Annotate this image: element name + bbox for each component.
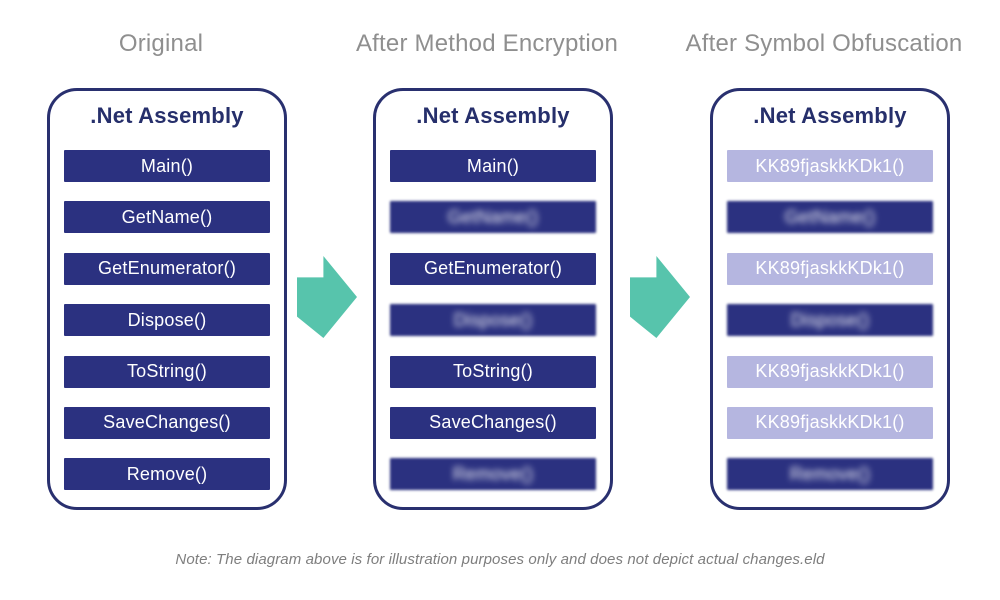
- method-list: Main() GetName() GetEnumerator() Dispose…: [376, 150, 610, 491]
- method-bar-blurred: Remove(): [727, 458, 933, 491]
- method-label: Dispose(): [127, 309, 207, 330]
- method-bar: GetEnumerator(): [390, 252, 596, 285]
- method-bar-blurred: Remove(): [390, 458, 596, 491]
- method-bar: SaveChanges(): [390, 406, 596, 439]
- method-bar-blurred: Dispose(): [727, 304, 933, 337]
- column-header-symbol-obfuscation: After Symbol Obfuscation: [685, 30, 963, 57]
- method-label: SaveChanges(): [103, 412, 231, 433]
- method-label: GetName(): [121, 206, 213, 227]
- panel-original: .Net Assembly Main() GetName() GetEnumer…: [47, 88, 287, 510]
- method-bar: Dispose(): [64, 304, 270, 337]
- method-bar: Remove(): [64, 458, 270, 491]
- method-bar-blurred: Dispose(): [390, 304, 596, 337]
- panel-title: .Net Assembly: [416, 103, 570, 128]
- panel-method-encryption: .Net Assembly Main() GetName() GetEnumer…: [373, 88, 613, 510]
- method-label: KK89fjaskkKDk1(): [755, 155, 905, 176]
- method-bar-obfuscated: KK89fjaskkKDk1(): [727, 252, 933, 285]
- method-label: KK89fjaskkKDk1(): [755, 412, 905, 433]
- method-list: KK89fjaskkKDk1() GetName() KK89fjaskkKDk…: [713, 150, 947, 491]
- method-bar-obfuscated: KK89fjaskkKDk1(): [727, 355, 933, 388]
- method-label: KK89fjaskkKDk1(): [755, 361, 905, 382]
- method-label: GetName(): [784, 206, 876, 227]
- method-label: GetEnumerator(): [423, 258, 563, 279]
- method-bar-blurred: GetName(): [390, 201, 596, 234]
- method-label: Dispose(): [790, 309, 870, 330]
- method-bar: GetEnumerator(): [64, 252, 270, 285]
- method-bar: SaveChanges(): [64, 406, 270, 439]
- method-label: Main(): [140, 155, 194, 176]
- method-label: ToString(): [126, 361, 208, 382]
- panel-title: .Net Assembly: [90, 103, 244, 128]
- footnote: Note: The diagram above is for illustrat…: [175, 551, 825, 568]
- method-bar: Main(): [64, 150, 270, 182]
- method-label: SaveChanges(): [429, 412, 557, 433]
- right-arrow-icon: [297, 256, 357, 338]
- method-label: Dispose(): [453, 309, 533, 330]
- method-list: Main() GetName() GetEnumerator() Dispose…: [50, 150, 284, 491]
- method-label: GetName(): [447, 206, 539, 227]
- right-arrow-icon: [630, 256, 690, 338]
- panel-symbol-obfuscation: .Net Assembly KK89fjaskkKDk1() GetName()…: [710, 88, 950, 510]
- method-bar-obfuscated: KK89fjaskkKDk1(): [727, 150, 933, 182]
- method-label: ToString(): [452, 361, 534, 382]
- column-header-method-encryption: After Method Encryption: [355, 30, 619, 57]
- method-bar: GetName(): [64, 201, 270, 234]
- method-bar-blurred: GetName(): [727, 201, 933, 234]
- column-header-original: Original: [118, 30, 204, 57]
- method-label: Main(): [466, 155, 520, 176]
- method-label: GetEnumerator(): [97, 258, 237, 279]
- method-label: Remove(): [789, 463, 871, 484]
- panel-title: .Net Assembly: [753, 103, 907, 128]
- method-bar: ToString(): [64, 355, 270, 388]
- method-label: Remove(): [452, 463, 534, 484]
- method-bar: Main(): [390, 150, 596, 182]
- method-bar: ToString(): [390, 355, 596, 388]
- method-bar-obfuscated: KK89fjaskkKDk1(): [727, 406, 933, 439]
- method-label: KK89fjaskkKDk1(): [755, 258, 905, 279]
- method-label: Remove(): [126, 463, 208, 484]
